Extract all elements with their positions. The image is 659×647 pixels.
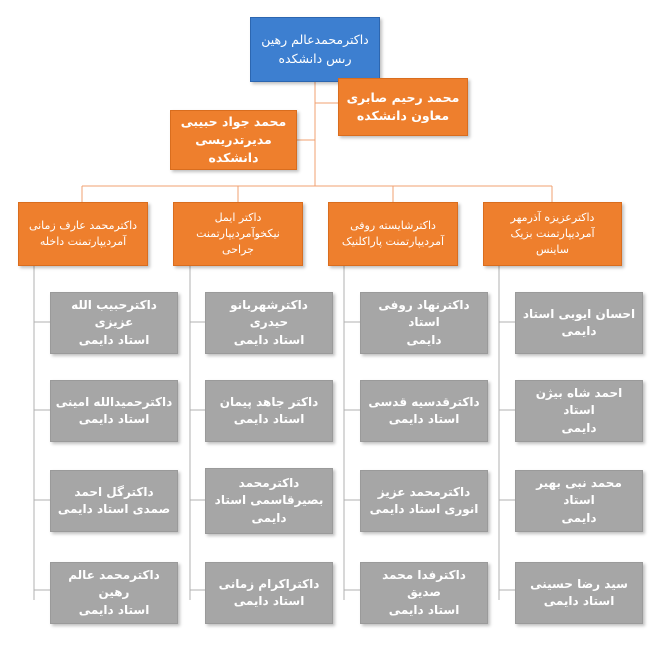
deputy-title: معاون دانشکده [356,108,450,123]
member-card: داکتر جاهد پیمان استاد دایمی [205,380,333,442]
dean-title: رىس دانشکده [278,50,352,66]
department-head-surgery: داکتر ایمل نیکخوآمردیپارتمنت جراحی [173,202,303,266]
member-card: داکترگل احمد صمدی استاد دایمی [50,470,178,532]
member-card: داکترنهاد روفی استاد دایمی [360,292,488,354]
member-card: داکترشهربانو حیدری استاد دایمی [205,292,333,354]
member-card: داکتراکرام زمانی استاد دایمی [205,562,333,624]
department-head-basic-science: داکترعزیزه آذرمهر آمردیپارتمنت بزیک ساین… [483,202,622,266]
member-card: داکترقدسیه قدسی استاد دایمی [360,380,488,442]
member-card: احمد شاه بیژن استاد دایمی [515,380,643,442]
root-node-dean: داکترمحمدعالم رهین رىس دانشکده [250,17,380,82]
member-card: احسان ایوبی استاد دایمی [515,292,643,354]
department-head-paraclinic: داکترشایسته روفی آمردیپارتمنت پاراکلنیک [328,202,458,266]
member-card: محمد نبی بهیر استاد دایمی [515,470,643,532]
member-card: داکترمحمد عزیز انوری استاد دایمی [360,470,488,532]
member-card: سید رضا حسینی استاد دایمی [515,562,643,624]
department-head-internal-medicine: داکترمحمد عارف زمانی آمردیپارتمنت داخله [18,202,148,266]
director-title: مدیرتدریسی دانشکده [195,131,272,166]
dean-name: داکترمحمدعالم رهین [261,32,369,48]
deputy-name: محمد رحیم صابری [346,89,460,105]
member-card: داکترمحمد بصیرقاسمی استاد دایمی [205,468,333,534]
member-card: داکترحبیب الله عزیزی استاد دایمی [50,292,178,354]
deputy-node: محمد رحیم صابری معاون دانشکده [338,78,468,136]
member-card: داکترحمیدالله امینی استاد دایمی [50,380,178,442]
director-name: محمد جواد حبیبی [180,113,287,129]
director-node: محمد جواد حبیبی مدیرتدریسی دانشکده [170,110,297,170]
member-card: داکترمحمد عالم رهین استاد دایمی [50,562,178,624]
member-card: داکترفدا محمد صدیق استاد دایمی [360,562,488,624]
